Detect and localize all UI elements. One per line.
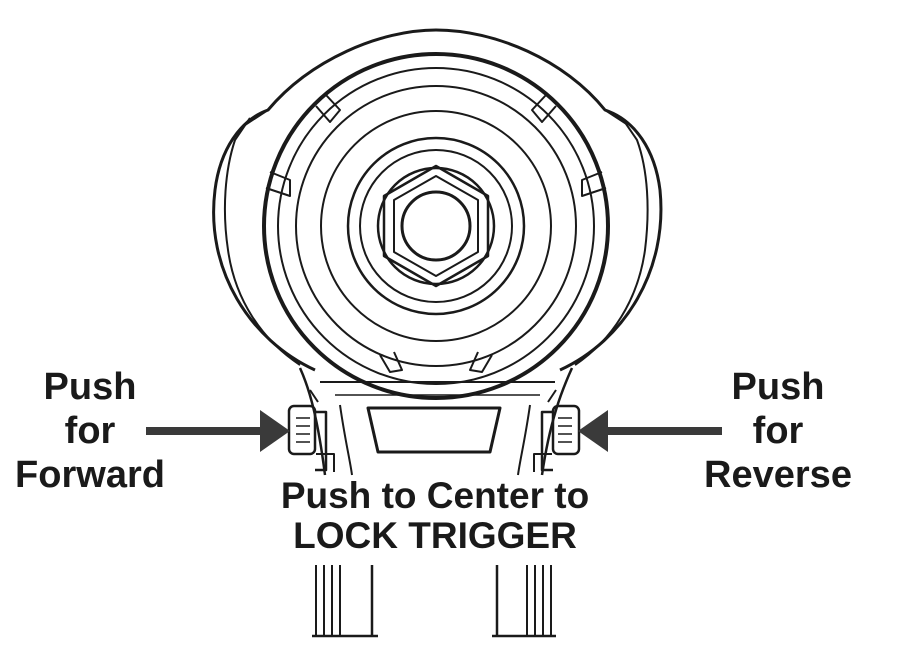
led-window bbox=[366, 406, 502, 454]
drill-housing bbox=[212, 28, 663, 372]
reverse-label: Push for Reverse bbox=[690, 365, 866, 497]
lock-trigger-label-line2: LOCK TRIGGER bbox=[293, 515, 577, 556]
reverse-label-line1: Push bbox=[731, 366, 825, 408]
forward-label: Push for Forward bbox=[0, 365, 180, 497]
forward-arrow bbox=[146, 410, 290, 452]
reverse-label-line2: for bbox=[752, 410, 804, 452]
forward-label-line3: Forward bbox=[15, 454, 165, 496]
lock-trigger-label: Push to Center to LOCK TRIGGER bbox=[240, 476, 630, 556]
lock-trigger-label-line1: Push to Center to bbox=[280, 475, 590, 516]
handle-grip bbox=[312, 565, 556, 638]
forward-direction-button bbox=[287, 389, 335, 472]
chuck-face bbox=[262, 52, 610, 400]
reverse-arrow bbox=[578, 410, 722, 452]
reverse-direction-button bbox=[533, 389, 581, 472]
reverse-label-line3: Reverse bbox=[704, 454, 852, 496]
hex-socket bbox=[382, 164, 490, 288]
forward-label-line2: for bbox=[64, 410, 116, 452]
forward-label-line1: Push bbox=[43, 366, 137, 408]
